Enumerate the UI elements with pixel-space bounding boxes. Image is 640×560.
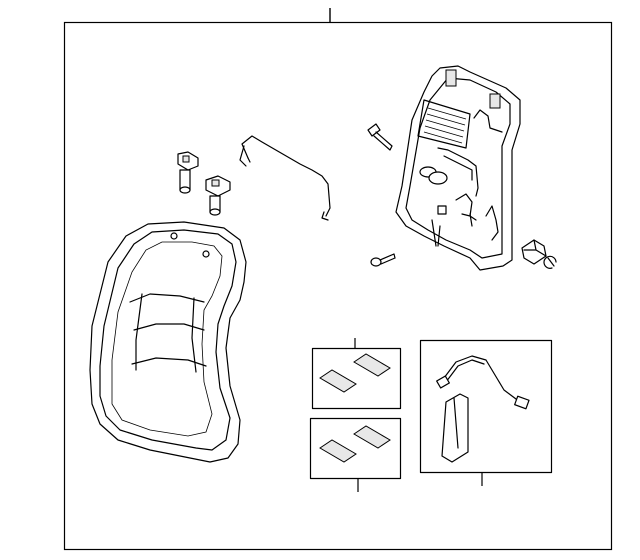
seat-back-frame-icon [395,65,521,271]
bolt-icon [367,123,393,151]
sensor-harness-kit [419,339,553,486]
sensor-with-harness-icon [436,355,530,463]
knob-icon [521,239,547,265]
pad-kit-upper [311,338,402,410]
seat-back-cushion-icon [89,221,247,463]
pad-pair-icon-2 [319,425,391,463]
diagram-frame-border [63,21,613,551]
clip-icon [543,255,557,269]
screw-icon [370,253,396,267]
pad-kit-lower [309,417,402,492]
pad-pair-icon [319,353,391,393]
headrest-guide-icon-2 [205,175,231,216]
headrest-guide-icon [177,151,199,194]
wire-rod-icon [239,135,331,221]
